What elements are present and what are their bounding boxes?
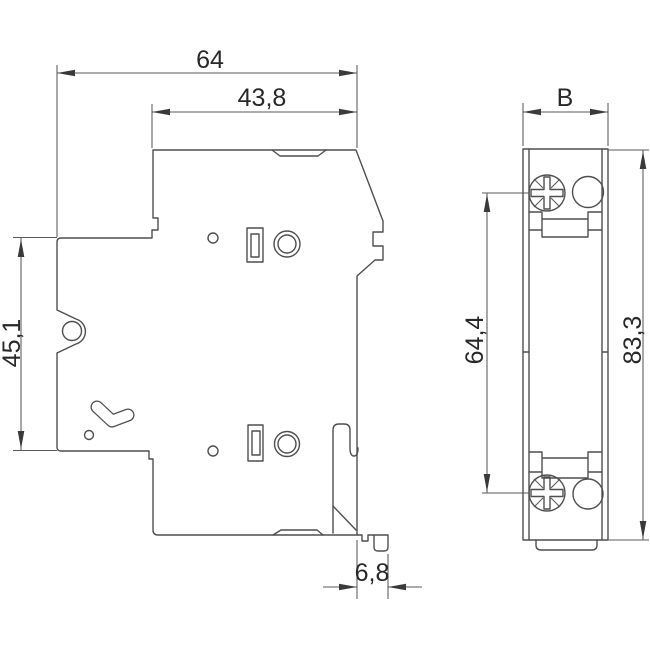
terminal-hole-lower-inner xyxy=(277,434,297,454)
upper-feature-row xyxy=(207,227,301,263)
dimension-total-height: 83,3 xyxy=(608,149,649,541)
hole-bottom xyxy=(572,478,604,510)
din-rail-hook xyxy=(356,534,389,552)
front-view-inner-edges xyxy=(528,148,603,541)
din-clip-ramp xyxy=(332,505,357,531)
top-edge-recess xyxy=(271,149,327,157)
terminal-hole-lower-outer xyxy=(273,430,301,458)
screw-bottom xyxy=(528,474,566,512)
latch-slot-lower-inner xyxy=(251,430,261,456)
dimension-hook-depth: 6,8 xyxy=(323,540,422,599)
din-clip-finger xyxy=(332,423,359,534)
dim-label-total-width: 64 xyxy=(196,46,224,74)
screw-top-cross xyxy=(530,176,564,210)
dimension-screw-spacing: 64,4 xyxy=(461,192,529,494)
latch-slot-upper xyxy=(246,227,264,263)
dim-label-screw-spacing: 64,4 xyxy=(461,316,489,365)
pin-hole-upper xyxy=(207,232,219,244)
dim-label-front-height: 45,1 xyxy=(0,319,26,368)
latch-slot-upper-inner xyxy=(250,233,260,258)
lower-feature-row xyxy=(207,424,301,462)
screw-bottom-head xyxy=(528,474,566,512)
terminal-hole-upper-outer xyxy=(273,230,301,258)
dimension-module-width: B xyxy=(522,84,609,146)
bottom-edge-recess xyxy=(272,529,324,536)
dimension-total-width: 64 xyxy=(56,46,358,237)
kidney-slot xyxy=(90,400,135,428)
dim-label-total-height: 83,3 xyxy=(619,316,647,365)
screw-top-head xyxy=(528,174,566,212)
terminal-hole-upper-inner xyxy=(277,234,297,254)
foot xyxy=(535,539,598,551)
screw-top-chamfer-lines xyxy=(533,178,561,208)
dimension-front-height: 45,1 xyxy=(0,236,57,452)
pin-hole-lower xyxy=(207,445,219,457)
interlock-steps-upper xyxy=(528,211,603,238)
side-view xyxy=(56,149,389,552)
side-view-outline xyxy=(56,149,384,536)
mounting-tab-hole xyxy=(61,320,83,342)
interlock-steps-lower xyxy=(528,451,603,479)
dimension-upper-width: 43,8 xyxy=(151,84,357,148)
latch-slot-lower xyxy=(247,424,264,462)
small-hole-lower-left xyxy=(83,429,95,441)
screw-bottom-chamfer-lines xyxy=(533,478,561,508)
dim-label-module-width: B xyxy=(557,84,574,112)
screw-bottom-cross xyxy=(530,476,564,510)
hole-top xyxy=(571,175,605,209)
front-view xyxy=(522,148,609,551)
dim-label-upper-width: 43,8 xyxy=(238,84,287,112)
dim-label-hook-depth: 6,8 xyxy=(355,559,390,587)
screw-top xyxy=(528,174,566,212)
